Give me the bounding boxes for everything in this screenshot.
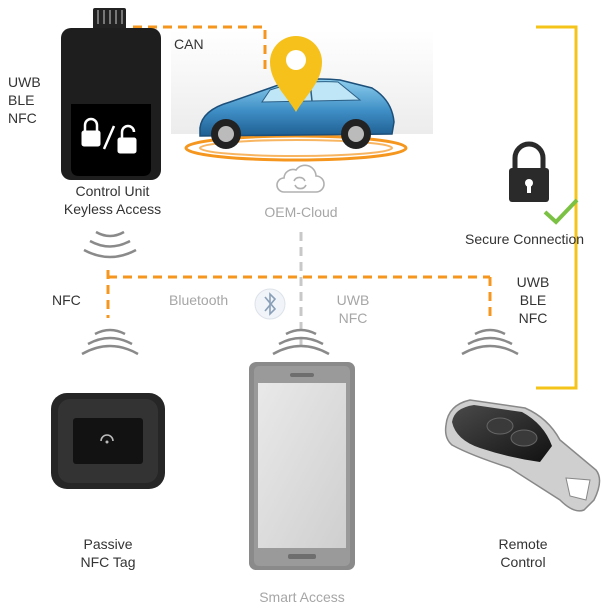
smartphone-waves-icon <box>272 328 330 356</box>
can-label: CAN <box>174 36 204 52</box>
smartphone-device <box>249 362 355 570</box>
nfc-tag-device <box>51 393 165 489</box>
check-icon <box>543 198 579 225</box>
cloud-sync-icon <box>276 164 325 193</box>
remote-label: Remote Control <box>498 536 548 570</box>
smartphone-label: Smart Access <box>259 589 345 605</box>
remote-waves-icon <box>461 328 519 356</box>
bluetooth-icon <box>254 288 286 320</box>
control-unit-device <box>61 8 161 180</box>
smartphone-radio-labels: UWB NFC <box>336 292 370 326</box>
secure-connection-label: Secure Connection <box>465 231 585 247</box>
nfc-tag-label: Passive NFC Tag <box>80 536 136 570</box>
padlock-icon <box>509 141 549 202</box>
secure-connection-line <box>536 25 578 390</box>
cloud-label: OEM-Cloud <box>264 204 338 220</box>
remote-radio-labels: UWB BLE NFC <box>516 274 550 326</box>
control-unit-waves-icon <box>83 230 137 259</box>
control-unit-radio-labels: UWB BLE NFC <box>8 74 41 126</box>
control-unit-title: Control Unit Keyless Access <box>63 183 162 217</box>
nfc-tag-waves-icon <box>81 328 139 356</box>
lock-unlock-icon <box>81 117 137 154</box>
location-pin-icon <box>270 36 322 112</box>
nfc-connection-lines <box>106 270 492 318</box>
bluetooth-label: Bluetooth <box>169 292 229 308</box>
nfc-label: NFC <box>52 292 81 308</box>
remote-control-device <box>444 399 601 512</box>
